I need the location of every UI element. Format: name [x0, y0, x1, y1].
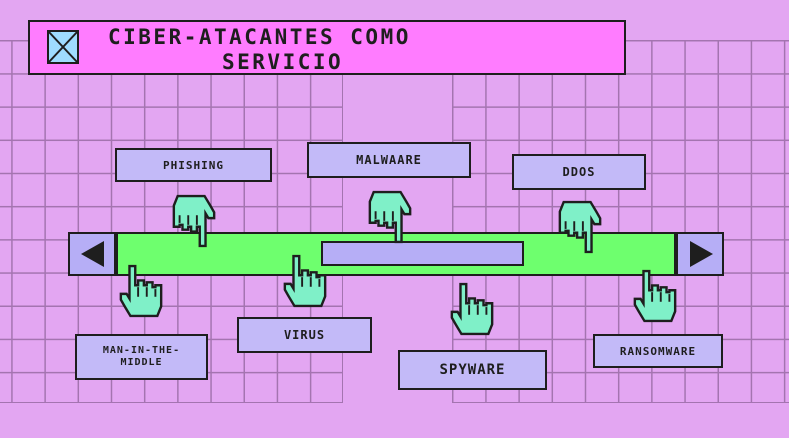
- previous-button[interactable]: [68, 232, 116, 276]
- title-line-2: SERVICIO: [222, 50, 344, 74]
- label-mitm-line2: MIDDLE: [120, 357, 163, 368]
- slider-thumb[interactable]: [321, 241, 524, 266]
- label-spyware-text: SPYWARE: [439, 362, 506, 378]
- label-phishing[interactable]: PHISHING: [115, 148, 272, 182]
- pointing-hand-icon: [172, 194, 216, 248]
- pointing-hand-icon: [558, 200, 602, 254]
- page-title: CIBER-ATACANTES COMO SERVICIO: [100, 25, 614, 75]
- label-ddos[interactable]: DDOS: [512, 154, 646, 190]
- arrow-left-icon: [81, 241, 104, 267]
- next-button[interactable]: [676, 232, 724, 276]
- label-malwaare[interactable]: MALWAARE: [307, 142, 471, 178]
- pointing-hand-icon: [119, 264, 163, 318]
- label-malwaare-text: MALWAARE: [356, 153, 422, 167]
- title-banner: CIBER-ATACANTES COMO SERVICIO: [28, 20, 626, 75]
- label-ransomware[interactable]: RANSOMWARE: [593, 334, 723, 368]
- label-ransomware-text: RANSOMWARE: [619, 344, 697, 358]
- label-virus[interactable]: VIRUS: [237, 317, 372, 353]
- label-phishing-text: PHISHING: [163, 158, 224, 172]
- label-mitm-line1: MAN-IN-THE-: [102, 345, 181, 356]
- label-man-in-the-middle[interactable]: MAN-IN-THE- MIDDLE: [75, 334, 208, 380]
- label-spyware[interactable]: SPYWARE: [398, 350, 547, 390]
- pointing-hand-icon: [450, 282, 494, 336]
- arrow-right-icon: [690, 241, 713, 267]
- label-virus-text: VIRUS: [283, 328, 326, 342]
- pointing-hand-icon: [283, 254, 327, 308]
- pointing-hand-icon: [633, 269, 677, 323]
- title-line-1: CIBER-ATACANTES COMO: [108, 25, 411, 49]
- window-close-icon: [47, 30, 79, 64]
- label-ddos-text: DDOS: [562, 165, 596, 179]
- pointing-hand-icon: [368, 190, 412, 244]
